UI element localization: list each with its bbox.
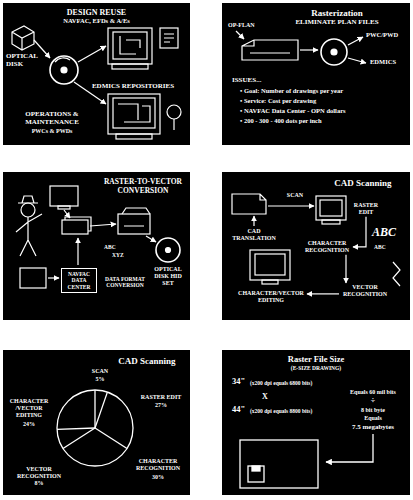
text-label: CHARACTER /VECTOR EDITING [6,398,52,419]
text-label: PWCs & PWDs [12,128,92,135]
panel-title: CAD Scanning [108,356,186,366]
text-label: 34" [232,377,252,387]
flow-arrow [307,293,339,294]
text-label: ABC [374,244,398,250]
text-label: RASTER EDIT [136,394,186,401]
text-label: OP-FLAN [228,22,268,29]
file-size-art [240,434,373,488]
text-label: 24% [6,421,52,428]
step-label: RASTER EDIT [350,202,382,216]
file-size-panel: Raster File Size(E-SIZE DRAWING) [222,350,410,495]
flow-arrow [353,217,366,247]
process-step: CHARACTER RECOGNITION [302,240,352,254]
text-label: 8% [12,480,66,487]
pie-chart [57,390,133,466]
text-label: 30% [130,474,186,481]
text-label: DATA FORMAT CONVERSION [100,276,150,289]
conversion-panel: RASTER-TO-VECTOR CONVERSION NAVFAC DATA C… [3,172,190,320]
panel-subtitle: (E-SIZE DRAWING) [262,365,370,371]
text-label: ABC [104,244,126,250]
text-label: ISSUES... [232,76,312,84]
text-label: • 200 - 300 - 400 dots per inch [240,117,405,124]
process-step: CHARACTER/VECTOR EDITING [236,290,306,304]
panel-title: CAD Scanning [322,178,404,188]
panel-title: Raster File Size [262,355,370,365]
text-label: • Service: Cost per drawing [240,97,405,104]
text-label: ABC [372,226,404,240]
text-label: CAD TRANSLATION [228,228,280,242]
step-label: CHARACTER RECOGNITION [302,240,352,254]
step-label: CHARACTER/VECTOR EDITING [236,290,306,304]
text-label: SCAN [80,368,120,375]
text-label: • Goal: Number of drawings per year [240,87,405,94]
text-label: Equals [340,415,406,422]
text-label: ÷ [340,396,406,405]
panel-subtitle: ELIMINATE PLAN FILES [272,18,402,26]
text-label: EDMICS [370,58,406,65]
text-label: 8 bit byte [340,407,406,414]
text-label: Equals 60 mil bits [340,389,406,396]
panel-grounds [3,3,410,495]
rasterization-art [236,31,366,65]
text-label: OPTICAL DISK [6,52,40,68]
data-center-box: NAVFAC DATA CENTER [61,268,97,293]
text-label: PWC/PWD [366,31,408,38]
text-label: (x200 dpi equals 8800 bits) [250,408,340,414]
text-label: XYZ [112,252,134,258]
text-label: 27% [136,402,186,409]
text-label: 7.5 megabytes [340,423,406,431]
text-label: SCAN [278,192,312,199]
panel-title: Rasterization [272,8,402,18]
step-label: VECTOR RECOGNITION [340,284,390,298]
step-label: NAVFAC DATA CENTER [64,271,94,290]
process-step: RASTER EDIT [350,202,382,216]
text-label: OPTICAL DISK HID SET [148,266,188,287]
text-label: X [262,392,276,401]
process-step: VECTOR RECOGNITION [340,284,390,298]
text-label: 5% [80,376,120,383]
panel-title: RASTER-TO-VECTOR CONVERSION [99,178,187,195]
text-label: VECTOR RECOGNITION [12,466,66,480]
text-label: • NAVFAC Data Center - OPN dollars [240,107,405,114]
raster-to-vector-art [16,186,180,288]
flow-arrow [345,255,346,283]
text-label: CHARACTER RECOGNITION [130,458,186,472]
text-label: OPERATIONS & MAINTENANCE [12,110,92,126]
panel-title: DESIGN REUSE [3,8,190,17]
text-label: (x200 dpi equals 6800 bits) [250,380,340,386]
panel-subtitle: NAVFAC, EFDs & A/Es [3,17,190,24]
text-label: 44" [232,405,252,415]
text-label: EDMICS REPOSITORIES [78,82,188,90]
